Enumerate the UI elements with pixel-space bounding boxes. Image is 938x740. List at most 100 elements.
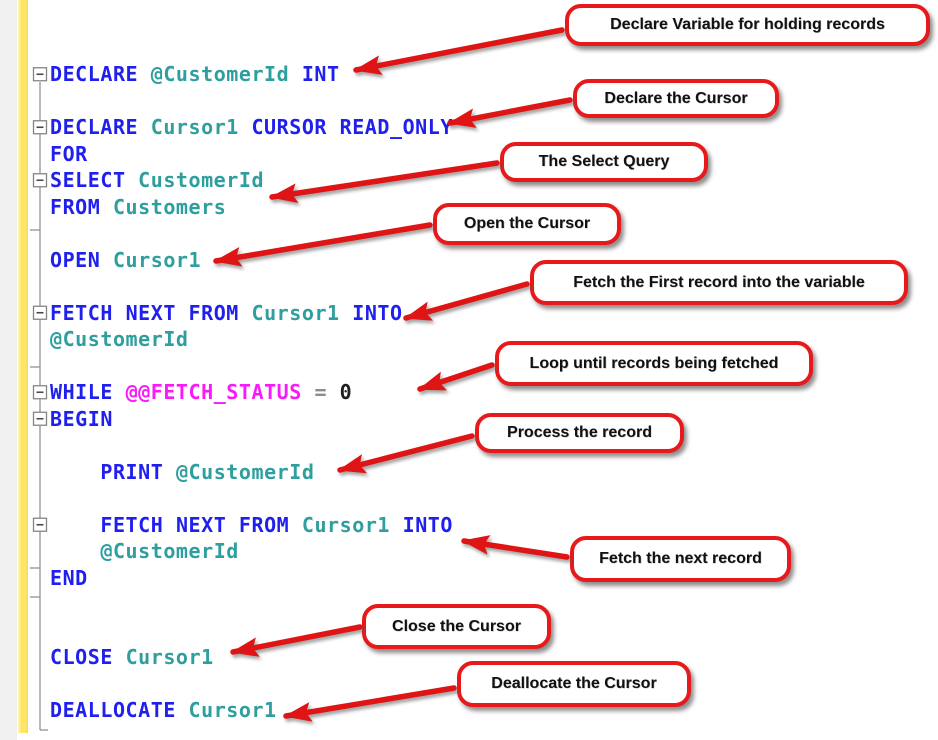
- callout-fetch-first: Fetch the First record into the variable: [530, 260, 908, 305]
- code-line[interactable]: FOR: [50, 141, 930, 168]
- code-token: Cursor1: [150, 115, 239, 139]
- fold-collapse-box[interactable]: [32, 67, 48, 82]
- code-token: Cursor1: [112, 247, 202, 272]
- code-token: CLOSE: [50, 645, 113, 669]
- code-line[interactable]: DEALLOCATE Cursor1: [50, 697, 930, 724]
- code-token: [390, 513, 403, 537]
- code-token: @CustomerId: [175, 459, 315, 484]
- code-token: Cursor1: [251, 300, 340, 325]
- code-line[interactable]: SELECT CustomerId: [50, 167, 930, 194]
- code-token: FETCH: [100, 512, 164, 537]
- code-line[interactable]: @CustomerId: [50, 326, 930, 353]
- code-token: Cursor1: [125, 645, 214, 669]
- code-token: [239, 301, 252, 325]
- callout-declare-cursor: Declare the Cursor: [573, 79, 779, 118]
- code-token: READ_ONLY: [339, 115, 453, 139]
- code-line[interactable]: [50, 485, 930, 512]
- callout-label: Open the Cursor: [463, 215, 591, 232]
- code-token: @CustomerId: [50, 327, 189, 351]
- code-token: END: [50, 565, 88, 590]
- code-token: BEGIN: [50, 406, 113, 431]
- code-token: DECLARE: [50, 62, 139, 86]
- code-token: @CustomerId: [100, 539, 239, 563]
- fold-collapse-box[interactable]: [32, 305, 48, 320]
- callout-label: Fetch the next record: [599, 550, 762, 567]
- code-line[interactable]: PRINT @CustomerId: [50, 459, 930, 486]
- code-token: [176, 301, 189, 325]
- code-token: [50, 539, 100, 563]
- callout-process-record: Process the record: [475, 413, 684, 453]
- fold-collapse-box[interactable]: [32, 411, 48, 426]
- code-token: 0: [339, 380, 353, 404]
- code-token: [126, 168, 139, 192]
- code-token: [138, 62, 151, 86]
- code-token: [113, 645, 126, 669]
- callout-label: Close the Cursor: [392, 617, 521, 635]
- code-line[interactable]: FROM Customers: [50, 194, 930, 221]
- code-token: [239, 115, 252, 139]
- code-token: [289, 513, 302, 537]
- code-token: [113, 380, 126, 404]
- code-line[interactable]: DECLARE Cursor1 CURSOR READ_ONLY: [50, 114, 930, 141]
- callout-open-cursor: Open the Cursor: [433, 203, 621, 245]
- code-line[interactable]: FETCH NEXT FROM Cursor1 INTO: [50, 300, 930, 327]
- callout-label: Declare the Cursor: [604, 89, 748, 107]
- code-token: INTO: [402, 512, 453, 537]
- fold-collapse-box[interactable]: [32, 120, 48, 135]
- code-token: FROM: [188, 300, 239, 325]
- code-line[interactable]: OPEN Cursor1: [50, 247, 930, 274]
- code-token: FROM: [238, 512, 290, 537]
- code-token: FOR: [50, 141, 88, 166]
- code-token: [50, 460, 100, 484]
- code-token: [50, 513, 100, 537]
- code-line[interactable]: @CustomerId: [50, 538, 930, 565]
- code-token: [176, 698, 189, 722]
- callout-declare-variable: Declare Variable for holding records: [565, 4, 930, 46]
- fold-collapse-box[interactable]: [32, 173, 48, 188]
- code-token: [163, 460, 176, 484]
- code-token: [163, 513, 176, 537]
- code-token: WHILE: [50, 380, 113, 404]
- callout-loop-until: Loop until records being fetched: [495, 341, 813, 386]
- code-token: FROM: [50, 194, 101, 219]
- code-line[interactable]: DECLARE @CustomerId INT: [50, 61, 930, 88]
- code-token: Customers: [112, 194, 227, 219]
- code-token: Cursor1: [188, 698, 277, 722]
- code-token: INTO: [352, 300, 403, 325]
- code-token: Cursor1: [301, 512, 391, 537]
- code-token: OPEN: [50, 247, 101, 272]
- code-token: @CustomerId: [150, 62, 290, 86]
- code-token: DECLARE: [50, 115, 139, 139]
- callout-label: Loop until records being fetched: [529, 354, 779, 372]
- code-token: [302, 380, 315, 404]
- code-line[interactable]: BEGIN: [50, 406, 930, 433]
- code-token: [138, 115, 151, 139]
- callout-label: Process the record: [507, 424, 652, 441]
- callout-label: The Select Query: [538, 153, 670, 170]
- callout-fetch-next: Fetch the next record: [570, 536, 791, 582]
- callout-deallocate-cursor: Deallocate the Cursor: [457, 661, 691, 707]
- code-token: @@FETCH_STATUS: [125, 380, 302, 404]
- code-token: FETCH: [50, 300, 113, 325]
- code-token: [327, 115, 340, 139]
- fold-collapse-box[interactable]: [32, 517, 48, 532]
- code-line[interactable]: WHILE @@FETCH_STATUS = 0: [50, 379, 930, 406]
- fold-collapse-box[interactable]: [32, 385, 48, 400]
- code-token: NEXT: [175, 512, 227, 537]
- code-token: [226, 513, 239, 537]
- code-line[interactable]: END: [50, 565, 930, 592]
- code-token: [289, 62, 302, 86]
- code-token: CURSOR: [251, 115, 328, 139]
- code-line[interactable]: CLOSE Cursor1: [50, 644, 930, 671]
- code-line[interactable]: [50, 88, 930, 115]
- callout-label: Fetch the First record into the variable: [573, 273, 865, 291]
- code-line[interactable]: FETCH NEXT FROM Cursor1 INTO: [50, 512, 930, 539]
- callout-select-query: The Select Query: [500, 142, 708, 182]
- code-token: =: [314, 380, 328, 404]
- code-token: [340, 301, 353, 325]
- code-token: CustomerId: [138, 168, 265, 192]
- callout-label: Deallocate the Cursor: [491, 675, 657, 692]
- editor-left-margin: [0, 0, 17, 740]
